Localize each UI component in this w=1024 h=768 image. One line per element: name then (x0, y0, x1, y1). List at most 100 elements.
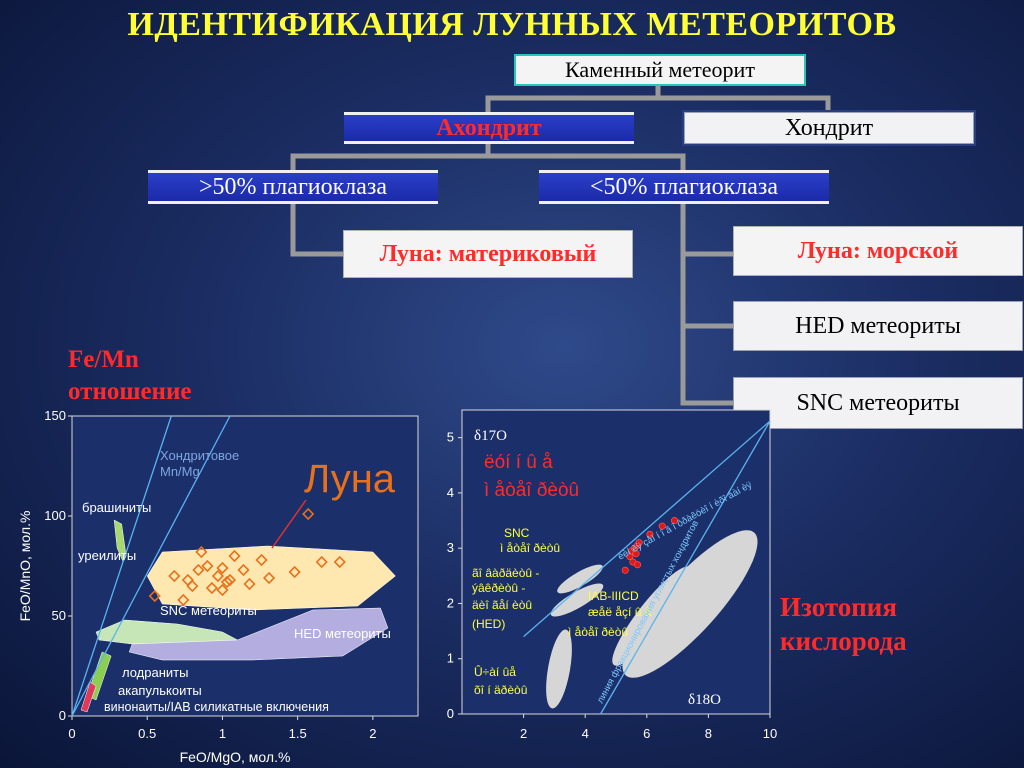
label-hed-line2: ýâêðèòû - (472, 581, 525, 595)
x-tick-label: 6 (643, 726, 650, 741)
moon-isotope-point (632, 550, 640, 558)
label-hed: HED метеориты (294, 626, 391, 641)
label-snc-line2: ì åòåî ðèòû (500, 541, 560, 555)
field-hed (550, 583, 604, 617)
moon-point (228, 549, 241, 563)
x-tick-label: 0.5 (138, 726, 156, 741)
oxygen-chart: 2 4 6 8 10 0 1 2 3 4 5 δ17O δ18O ëóí í û å ì åòåî ðèò… (447, 409, 777, 741)
x-tick-label: 1 (219, 726, 226, 741)
x-tick-label: 8 (705, 726, 712, 741)
y-tick-label: 5 (447, 430, 454, 445)
label-ordinary-line2: õî í äðèòû (474, 683, 527, 697)
reference-line-1 (71, 415, 231, 717)
y-tick-label: 2 (447, 595, 454, 610)
label-hed-line3: äèî ãåí èòû (472, 598, 532, 612)
moon-isotope-point (635, 539, 643, 547)
moon-point (216, 583, 229, 597)
moon-point (288, 565, 301, 579)
moon-point (177, 593, 190, 607)
page-title: ИДЕНТИФИКАЦИЯ ЛУННЫХ МЕТЕОРИТОВ (127, 6, 897, 43)
field-ordinary-chondrites (546, 629, 572, 709)
label-acapulcoites: акапулькоиты (118, 683, 202, 698)
label-iiicd-line1: IAB-IIICD (588, 589, 639, 603)
reference-line-0 (71, 415, 172, 717)
field-брашиниты (113, 519, 127, 563)
x-tick-label: 1.5 (289, 726, 307, 741)
moon-point (181, 573, 194, 587)
tree-chondrite: Хондрит (684, 112, 974, 144)
x-tick-label: 2 (520, 726, 527, 741)
moon-point (195, 545, 208, 559)
y-tick-label: 1 (447, 651, 454, 666)
moon-point (192, 563, 205, 577)
moon-point (211, 569, 225, 583)
label-brachinites: брашиниты (82, 500, 151, 515)
tree-lt50-plagioclase: <50% плагиоклаза (539, 170, 829, 204)
label-iiicd-line3: ì åòåî ðèòû (568, 625, 628, 639)
field-snc (557, 564, 603, 594)
oxygen-isotope-label: Изотопия кислорода (780, 590, 907, 658)
x-tick-label: 2 (369, 726, 376, 741)
field-акапулькоиты (80, 681, 97, 713)
moon-isotope-point (671, 517, 679, 525)
label-hed-line4: (HED) (472, 617, 505, 631)
reference-line-1 (600, 420, 771, 715)
label-winonaites: винонаиты/IAB силикатные включения (104, 700, 329, 714)
moon-point (302, 507, 315, 521)
y-tick-label: 4 (447, 485, 454, 500)
moon-isotope-point (621, 566, 629, 574)
label-snc-line1: SNC (504, 526, 530, 540)
reference-line-0 (523, 420, 771, 638)
femn-ratio-line1: Fe/Mn (68, 346, 139, 373)
moon-point (216, 561, 229, 575)
femn-ratio-label: Fe/Mn отношение (68, 344, 191, 408)
moon-point (201, 559, 214, 573)
x-tick-label: 10 (763, 726, 777, 741)
moon-isotope-point (646, 530, 654, 538)
moon-point (315, 555, 328, 569)
moon-point (333, 555, 346, 569)
moon-point (255, 553, 268, 567)
y-tick-label: 50 (52, 608, 66, 623)
femn-ratio-line2: отношение (68, 378, 192, 405)
tree-hed-meteorites: HED метеориты (733, 301, 1023, 351)
y-tick-label: 150 (44, 408, 66, 423)
label-chondritic-line1: Хондритовое (160, 448, 239, 463)
label-snc: SNC метеориты (160, 603, 257, 618)
field-fractionation-band (622, 530, 758, 678)
y-axis-label: FeO/MnO, мол.% (17, 511, 33, 622)
moon-pointer (271, 499, 307, 549)
y-tick-label: 3 (447, 540, 454, 555)
label-moon-line2: ì åòåî ðèòû (484, 480, 579, 501)
tree-moon-highland: Луна: материковый (343, 230, 633, 278)
label-lodranites: лодраниты (122, 665, 188, 680)
moon-point (148, 589, 161, 603)
moon-isotope-point (634, 561, 642, 569)
y-tick-label: 0 (447, 706, 454, 721)
y-axis-label: δ17O (474, 428, 507, 444)
oxygen-isotope-line1: Изотопия (780, 592, 897, 622)
x-axis-label: δ18O (688, 692, 721, 708)
x-tick-label: 0 (68, 726, 75, 741)
moon-point (168, 569, 181, 583)
tree-snc-meteorites: SNC метеориты (733, 377, 1023, 429)
field-HED-метеориты (128, 607, 389, 661)
tree-moon-mare: Луна: морской (733, 226, 1023, 276)
x-axis-label: FeO/MgO, мол.% (180, 749, 291, 765)
tree-root-stony-meteorite: Каменный метеорит (514, 54, 806, 86)
moon-point (237, 563, 250, 577)
moon-point (223, 573, 237, 587)
y-tick-label: 0 (59, 708, 66, 723)
oxygen-isotope-line2: кислорода (780, 626, 907, 656)
moon-point (262, 571, 276, 585)
y-tick-label: 100 (44, 508, 66, 523)
x-tick-label: 4 (582, 726, 589, 741)
moon-point (243, 577, 256, 591)
tree-gt50-plagioclase: >50% плагиоклаза (148, 170, 438, 204)
moon-point (205, 581, 218, 595)
tree-achondrite: Ахондрит (344, 112, 634, 144)
label-moon-line1: ëóí í û å (484, 452, 553, 473)
moon-isotope-point (658, 522, 666, 530)
